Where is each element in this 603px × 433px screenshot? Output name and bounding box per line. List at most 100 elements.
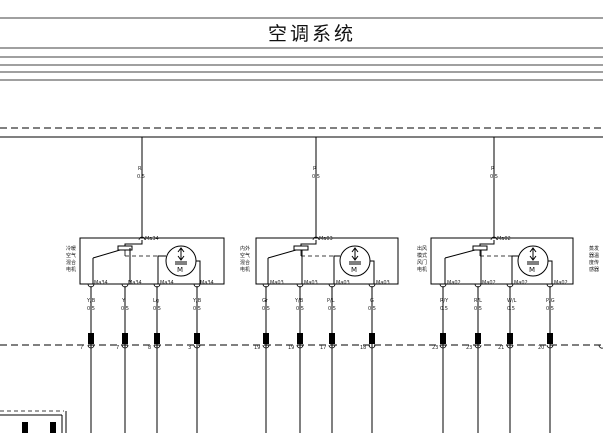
svg-text:P/G: P/G bbox=[546, 298, 555, 304]
svg-text:Y/B: Y/B bbox=[294, 298, 304, 304]
supply-wire-color: R bbox=[491, 166, 495, 172]
connector-terminals: 19 19 17 18 bbox=[254, 333, 376, 351]
title-block: 空调系统 bbox=[0, 17, 603, 81]
svg-text:电机: 电机 bbox=[66, 266, 76, 273]
svg-text:电机: 电机 bbox=[417, 266, 427, 273]
wire-labels: Gr 0.5 Y/B 0.5 P/L 0.5 G 0.5 bbox=[262, 298, 376, 312]
svg-text:R/L: R/L bbox=[474, 298, 482, 304]
svg-text:18: 18 bbox=[360, 345, 366, 351]
svg-text:8: 8 bbox=[148, 345, 151, 351]
svg-text:Ma02: Ma02 bbox=[482, 280, 496, 286]
svg-text:19: 19 bbox=[288, 345, 294, 351]
svg-text:Ma02: Ma02 bbox=[554, 280, 568, 286]
supply-wire-size: 0.5 bbox=[312, 174, 320, 180]
supply-wire-color: R bbox=[138, 166, 142, 172]
supply-wire-size: 0.5 bbox=[490, 174, 498, 180]
actuator-housing bbox=[430, 237, 574, 285]
actuator-label: 内外 空气 混合 电机 bbox=[240, 245, 250, 273]
power-pin-symbol bbox=[490, 236, 498, 241]
svg-text:P/L: P/L bbox=[327, 298, 335, 304]
svg-text:Y/B: Y/B bbox=[86, 298, 96, 304]
svg-text:Ma02: Ma02 bbox=[447, 280, 461, 286]
motor-letter: M bbox=[529, 266, 535, 274]
svg-text:0.5: 0.5 bbox=[440, 306, 448, 312]
potentiometer bbox=[293, 245, 309, 251]
svg-text:混合: 混合 bbox=[66, 259, 76, 266]
svg-text:空气: 空气 bbox=[66, 252, 76, 259]
svg-text:感器: 感器 bbox=[589, 266, 599, 273]
supply-wire-color: R bbox=[313, 166, 317, 172]
svg-text:21: 21 bbox=[498, 345, 504, 351]
svg-text:0.5: 0.5 bbox=[262, 306, 270, 312]
svg-text:Y/B: Y/B bbox=[192, 298, 202, 304]
pin-row: Ma34 Ma34 Ma34 Ma34 bbox=[87, 280, 214, 288]
svg-text:Ma34: Ma34 bbox=[160, 280, 174, 286]
svg-text:内外: 内外 bbox=[240, 245, 250, 252]
actuator-label: 出风 模式 风门 电机 bbox=[417, 245, 427, 273]
svg-text:0.5: 0.5 bbox=[328, 306, 336, 312]
svg-text:冷暖: 冷暖 bbox=[66, 245, 76, 252]
motor-letter: M bbox=[351, 266, 357, 274]
svg-text:Ma34: Ma34 bbox=[200, 280, 214, 286]
svg-text:混合: 混合 bbox=[240, 259, 250, 266]
svg-text:0.5: 0.5 bbox=[507, 306, 515, 312]
connector-terminals: 23 23 21 20 bbox=[432, 333, 554, 351]
svg-text:出风: 出风 bbox=[417, 245, 427, 252]
power-pin-symbol bbox=[312, 236, 320, 241]
svg-text:0.5: 0.5 bbox=[87, 306, 95, 312]
svg-text:0.5: 0.5 bbox=[121, 306, 129, 312]
svg-text:0.5: 0.5 bbox=[153, 306, 161, 312]
power-pin-label: Ma02 bbox=[497, 236, 511, 242]
svg-text:G: G bbox=[370, 298, 374, 304]
connector-terminals: 7 7 8 3 bbox=[80, 333, 201, 351]
svg-text:Ma02: Ma02 bbox=[514, 280, 528, 286]
actuator-label: 冷暖 空气 混合 电机 bbox=[66, 245, 76, 273]
svg-text:器温: 器温 bbox=[589, 252, 599, 259]
svg-text:Lg: Lg bbox=[153, 298, 159, 304]
svg-text:20: 20 bbox=[538, 345, 544, 351]
svg-text:Ma03: Ma03 bbox=[376, 280, 390, 286]
motor-unit-2: R 0.5 Ma03 内外 空气 混合 电机 M Ma03 Ma03 Ma03 bbox=[240, 137, 399, 433]
svg-text:Ma03: Ma03 bbox=[336, 280, 350, 286]
bottom-left-connector bbox=[0, 410, 67, 433]
svg-text:度传: 度传 bbox=[589, 259, 599, 266]
svg-text:0.5: 0.5 bbox=[193, 306, 201, 312]
motor-unit-3: R 0.5 Ma02 出风 模式 风门 电机 M Ma02 Ma02 Ma02 bbox=[417, 137, 574, 433]
svg-text:W/L: W/L bbox=[507, 298, 517, 304]
power-pin-label: Ma34 bbox=[145, 236, 159, 242]
svg-text:19: 19 bbox=[254, 345, 260, 351]
diagram-title: 空调系统 bbox=[268, 23, 356, 45]
svg-text:Ma03: Ma03 bbox=[304, 280, 318, 286]
svg-text:17: 17 bbox=[320, 345, 326, 351]
svg-text:电机: 电机 bbox=[240, 266, 250, 273]
svg-text:0.5: 0.5 bbox=[546, 306, 554, 312]
wire-labels: Y/B 0.5 Y 0.5 Lg 0.5 Y/B 0.5 bbox=[86, 298, 202, 312]
power-pin-symbol bbox=[138, 236, 146, 241]
wire-labels: R/Y 0.5 R/L 0.5 W/L 0.5 P/G 0.5 bbox=[440, 298, 555, 312]
actuator-housing bbox=[255, 237, 399, 285]
motor-letter: M bbox=[177, 266, 183, 274]
motor-unit-1: R 0.5 Ma34 冷暖 空气 混合 电机 M Ma34 Ma34 Ma34 bbox=[66, 137, 225, 433]
svg-text:模式: 模式 bbox=[417, 252, 427, 259]
svg-text:R/Y: R/Y bbox=[440, 298, 449, 304]
svg-text:Y: Y bbox=[121, 298, 126, 304]
svg-text:Gr: Gr bbox=[262, 298, 269, 304]
svg-text:3: 3 bbox=[188, 345, 191, 351]
svg-text:Ma34: Ma34 bbox=[94, 280, 108, 286]
svg-text:Ma03: Ma03 bbox=[270, 280, 284, 286]
svg-text:蒸发: 蒸发 bbox=[589, 245, 599, 252]
svg-text:7: 7 bbox=[116, 345, 119, 351]
svg-text:0.5: 0.5 bbox=[368, 306, 376, 312]
svg-text:23: 23 bbox=[466, 345, 472, 351]
supply-wire-size: 0.5 bbox=[137, 174, 145, 180]
svg-text:空气: 空气 bbox=[240, 252, 250, 259]
svg-text:Ma34: Ma34 bbox=[128, 280, 142, 286]
evaporator-sensor-label: 蒸发 器温 度传 感器 bbox=[589, 245, 599, 273]
actuator-housing bbox=[79, 237, 225, 285]
power-pin-label: Ma03 bbox=[319, 236, 333, 242]
svg-text:0.5: 0.5 bbox=[296, 306, 304, 312]
svg-text:风门: 风门 bbox=[417, 259, 427, 266]
svg-text:7: 7 bbox=[80, 345, 83, 351]
svg-text:23: 23 bbox=[432, 345, 438, 351]
